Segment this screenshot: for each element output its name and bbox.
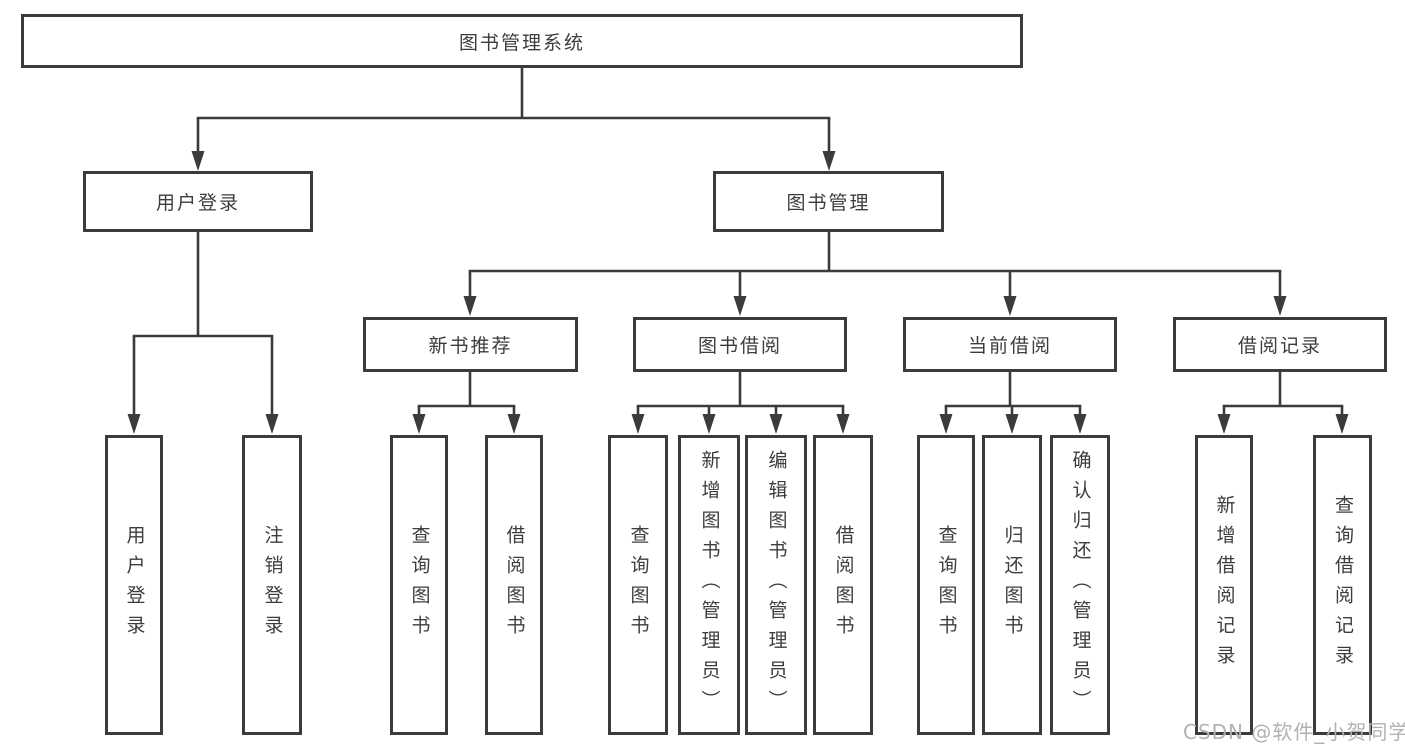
node-new-book-recommend: 新书推荐	[363, 317, 578, 372]
leaf-label: 查询图书	[408, 525, 431, 645]
leaf-query-books-2: 查询图书	[608, 435, 668, 735]
leaf-label: 查询图书	[935, 525, 958, 645]
leaf-label: 用户登录	[123, 525, 146, 645]
leaf-borrow-books-2: 借阅图书	[813, 435, 873, 735]
leaf-label: 查询图书	[627, 525, 650, 645]
leaf-label: 注销登录	[261, 525, 284, 645]
leaf-confirm-return-admin: 确认归还（管理员）	[1050, 435, 1110, 735]
leaf-label: 归还图书	[1001, 525, 1024, 645]
leaf-return-books: 归还图书	[982, 435, 1042, 735]
node-book-management: 图书管理	[713, 171, 944, 232]
node-label: 图书管理	[786, 192, 871, 214]
node-label: 借阅记录	[1237, 335, 1322, 357]
leaf-label: 编辑图书（管理员）	[765, 450, 788, 720]
leaf-query-borrow-record: 查询借阅记录	[1313, 435, 1372, 735]
csdn-watermark: CSDN @软件_小贺同学	[1183, 720, 1405, 744]
node-label: 图书管理系统	[458, 31, 585, 54]
leaf-label: 借阅图书	[832, 525, 855, 645]
leaf-borrow-books-1: 借阅图书	[485, 435, 543, 735]
leaf-edit-book-admin: 编辑图书（管理员）	[745, 435, 807, 735]
node-label: 当前借阅	[967, 335, 1052, 357]
leaf-add-borrow-record: 新增借阅记录	[1195, 435, 1253, 735]
leaf-label: 新增借阅记录	[1213, 495, 1236, 675]
leaf-label: 借阅图书	[503, 525, 526, 645]
node-user-login: 用户登录	[83, 171, 313, 232]
leaf-user-login: 用户登录	[105, 435, 163, 735]
node-label: 新书推荐	[428, 335, 513, 357]
leaf-query-books-3: 查询图书	[917, 435, 975, 735]
node-current-borrow: 当前借阅	[903, 317, 1117, 372]
leaf-label: 查询借阅记录	[1332, 495, 1354, 675]
leaf-label: 确认归还（管理员）	[1069, 450, 1092, 720]
node-root-library-system: 图书管理系统	[21, 14, 1023, 68]
node-book-borrow: 图书借阅	[633, 317, 847, 372]
node-label: 图书借阅	[697, 335, 782, 357]
leaf-logout: 注销登录	[242, 435, 302, 735]
node-borrow-records: 借阅记录	[1173, 317, 1387, 372]
leaf-label: 新增图书（管理员）	[698, 450, 721, 720]
node-label: 用户登录	[155, 192, 240, 214]
leaf-add-book-admin: 新增图书（管理员）	[678, 435, 740, 735]
leaf-query-books-1: 查询图书	[390, 435, 448, 735]
arrowheads	[127, 151, 1349, 434]
